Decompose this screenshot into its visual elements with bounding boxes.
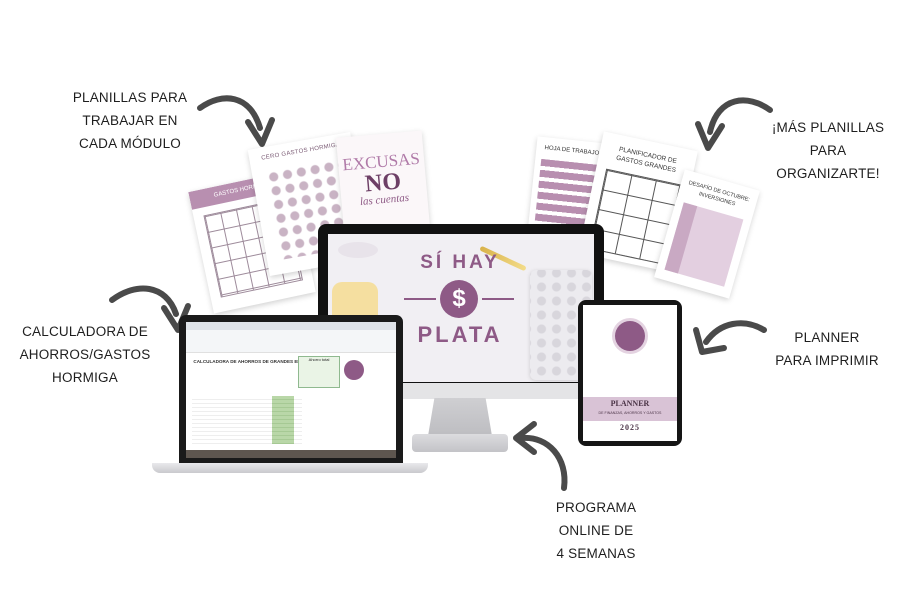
monitor-stand — [428, 398, 492, 436]
decor-cup — [338, 242, 378, 258]
label-mas-planillas: ¡MÁS PLANILLAS PARA ORGANIZARTE! — [771, 120, 885, 181]
side-summary: Ahorro total — [298, 356, 340, 388]
taskbar — [186, 450, 396, 458]
label-planner-imprimir: PLANNER PARA IMPRIMIR — [775, 330, 879, 368]
sheet-title: CALCULADORA DE AHORROS DE GRANDES EN ORD… — [193, 359, 319, 364]
planner-title: PLANNER — [610, 399, 650, 408]
laptop-screen: CALCULADORA DE AHORROS DE GRANDES EN ORD… — [186, 322, 396, 458]
logo-line-left — [404, 298, 436, 300]
laptop: CALCULADORA DE AHORROS DE GRANDES EN ORD… — [179, 315, 403, 465]
worksheet-fill — [664, 202, 744, 287]
planner-band — [583, 397, 677, 421]
curved-arrow-icon — [695, 97, 773, 151]
logo-si-hay: SÍ HAY — [420, 252, 500, 273]
curved-arrow-icon — [513, 421, 568, 491]
logo-plata: PLATA — [417, 322, 503, 347]
tablet: PLANNER DE FINANZAS, AHORROS Y GASTOS 20… — [578, 300, 682, 446]
curved-arrow-icon — [197, 95, 275, 147]
label-calculadora: CALCULADORA DE AHORROS/GASTOS HORMIGA — [19, 324, 151, 385]
curved-arrow-icon — [109, 285, 191, 333]
logo-dollar-icon: $ — [440, 280, 478, 318]
monitor-stand-base — [412, 434, 508, 452]
planner-year: 2025 — [620, 423, 640, 432]
browser-bar — [186, 322, 396, 330]
planner-subtitle: DE FINANZAS, AHORROS Y GASTOS — [598, 411, 662, 415]
curved-arrow-icon — [693, 320, 767, 355]
laptop-base — [152, 463, 428, 473]
tablet-screen: PLANNER DE FINANZAS, AHORROS Y GASTOS 20… — [583, 305, 677, 441]
worksheet-excusas: EXCUSAS NO las cuentas — [335, 130, 431, 236]
planner-logo-icon — [615, 321, 645, 351]
logo-line-right — [482, 298, 514, 300]
sheet-green-column — [272, 396, 294, 444]
label-programa-online: PROGRAMA ONLINE DE 4 SEMANAS — [555, 500, 637, 561]
label-planillas-modulo: PLANILLAS PARA TRABAJAR EN CADA MÓDULO — [72, 90, 188, 151]
sheet-toolbar — [186, 330, 396, 353]
summary-badge-icon — [344, 360, 364, 380]
